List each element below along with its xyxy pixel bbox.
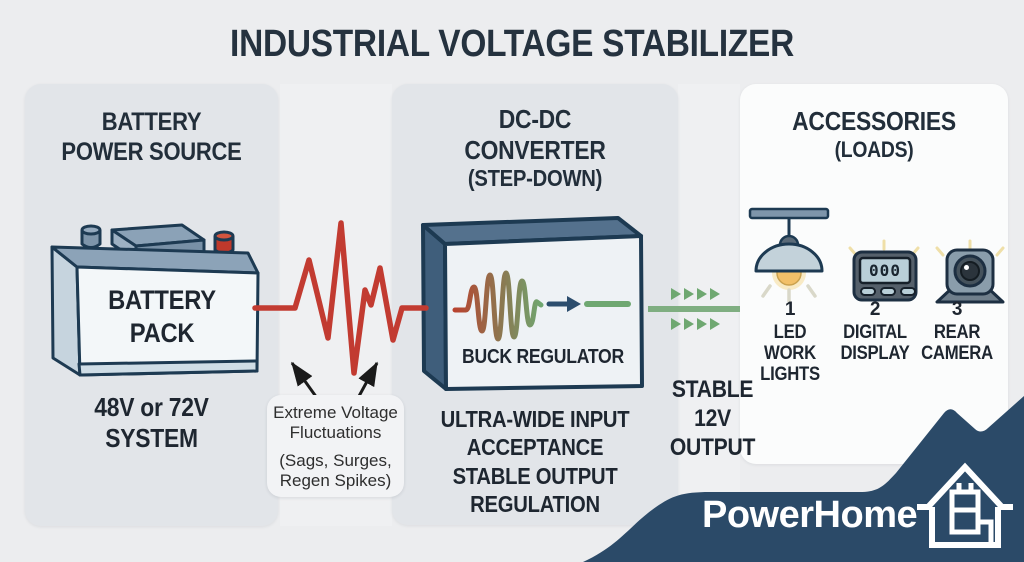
regulation-wave-graphic bbox=[452, 270, 631, 342]
fluctuation-callout-text: Extreme Voltage Fluctuations (Sags, Surg… bbox=[263, 403, 408, 490]
callout-arrow-right bbox=[356, 361, 379, 399]
brand-name: PowerHome bbox=[702, 494, 918, 536]
buck-regulator-label: BUCK REGULATOR bbox=[462, 346, 624, 368]
battery-pack-label: BATTERY PACK bbox=[92, 284, 233, 350]
converter-heading-line3: (STEP-DOWN) bbox=[467, 165, 603, 192]
system-label-line2: SYSTEM bbox=[105, 423, 198, 454]
converter-front-face bbox=[443, 234, 644, 391]
stable-output-label: STABLE 12V OUTPUT bbox=[653, 376, 772, 462]
stable-output-line1: STABLE bbox=[671, 376, 754, 403]
converter-heading-line2: CONVERTER bbox=[464, 134, 606, 165]
fluctuation-callout-bubble bbox=[267, 395, 404, 497]
noisy-input-wave bbox=[452, 270, 544, 342]
red-spike-waveform bbox=[252, 220, 429, 376]
accessories-panel-heading: ACCESSORIES (LOADS) bbox=[756, 106, 992, 163]
brand-ribbon-shape bbox=[583, 396, 1024, 562]
battery-front-strip bbox=[77, 359, 259, 377]
work-light-icon bbox=[746, 203, 832, 303]
battery-system-label: 48V or 72V SYSTEM bbox=[40, 392, 263, 454]
stable-output-line2: 12V OUTPUT bbox=[669, 404, 756, 461]
house-walls bbox=[929, 507, 1001, 548]
battery-icon bbox=[48, 220, 263, 380]
house-roof bbox=[917, 462, 1013, 510]
battery-positive-terminal bbox=[213, 230, 235, 255]
battery-negative-terminal bbox=[80, 224, 102, 249]
accessory-3: 3 REAR CAMERA bbox=[915, 299, 999, 364]
display-buttons bbox=[860, 287, 916, 296]
digital-display-icon bbox=[840, 238, 928, 308]
fluctuation-line2: Fluctuations bbox=[289, 422, 382, 442]
accessory-1: 1 LED WORK LIGHTS bbox=[748, 299, 832, 386]
feature-output-line1: STABLE OUTPUT bbox=[452, 463, 618, 489]
battery-pack-label-line1: BATTERY bbox=[108, 285, 216, 315]
accessory-2-number: 2 bbox=[869, 299, 881, 320]
battery-panel-heading: BATTERY POWER SOURCE bbox=[40, 108, 263, 167]
battery-heading-line1: BATTERY bbox=[101, 108, 202, 136]
rear-camera-icon bbox=[925, 238, 1015, 308]
fluctuation-line4: Regen Spikes) bbox=[279, 470, 392, 490]
background-strip-right-gap bbox=[678, 84, 740, 526]
battery-heading-line2: POWER SOURCE bbox=[61, 137, 242, 166]
accessory-1-label: LED WORK LIGHTS bbox=[760, 321, 820, 386]
accessory-2-label: DIGITAL DISPLAY bbox=[840, 321, 910, 365]
callout-arrow-left bbox=[290, 361, 319, 399]
converter-box-icon bbox=[415, 213, 650, 393]
feature-output-line2: REGULATION bbox=[470, 490, 600, 517]
stable-output-arrows bbox=[645, 280, 745, 340]
feature-input-line1: ULTRA-WIDE INPUT bbox=[440, 406, 630, 432]
accessory-3-label: REAR CAMERA bbox=[921, 321, 993, 365]
system-label-line1: 48V or 72V bbox=[94, 392, 209, 422]
battery-pack-label-line2: PACK bbox=[129, 317, 195, 348]
conversion-arrow-head bbox=[567, 296, 581, 312]
fluctuation-line3: (Sags, Surges, bbox=[279, 451, 392, 471]
page-title: INDUSTRIAL VOLTAGE STABILIZER bbox=[230, 23, 794, 65]
converter-feature-input: ULTRA-WIDE INPUT ACCEPTANCE bbox=[409, 406, 661, 461]
accessory-2: 2 DIGITAL DISPLAY bbox=[833, 299, 917, 364]
house-battery-symbol bbox=[949, 483, 994, 545]
stable-output-triangles bbox=[671, 288, 720, 330]
accessory-1-number: 1 bbox=[784, 299, 796, 320]
voltage-fluctuation-wave bbox=[250, 215, 430, 415]
fluctuation-line1: Extreme Voltage bbox=[273, 403, 398, 422]
converter-heading-line1: DC-DC bbox=[498, 104, 572, 134]
converter-panel-heading: DC-DC CONVERTER (STEP-DOWN) bbox=[409, 104, 661, 192]
brand-house-icon bbox=[917, 452, 1013, 552]
accessories-heading-line2: (LOADS) bbox=[834, 136, 914, 162]
brand-ribbon bbox=[560, 385, 1024, 562]
feature-input-line2: ACCEPTANCE bbox=[466, 433, 604, 460]
converter-feature-output: STABLE OUTPUT REGULATION bbox=[409, 463, 661, 518]
accessories-heading-line1: ACCESSORIES bbox=[792, 106, 956, 136]
accessory-3-number: 3 bbox=[951, 299, 963, 320]
display-screen-value: 000 bbox=[869, 261, 901, 280]
